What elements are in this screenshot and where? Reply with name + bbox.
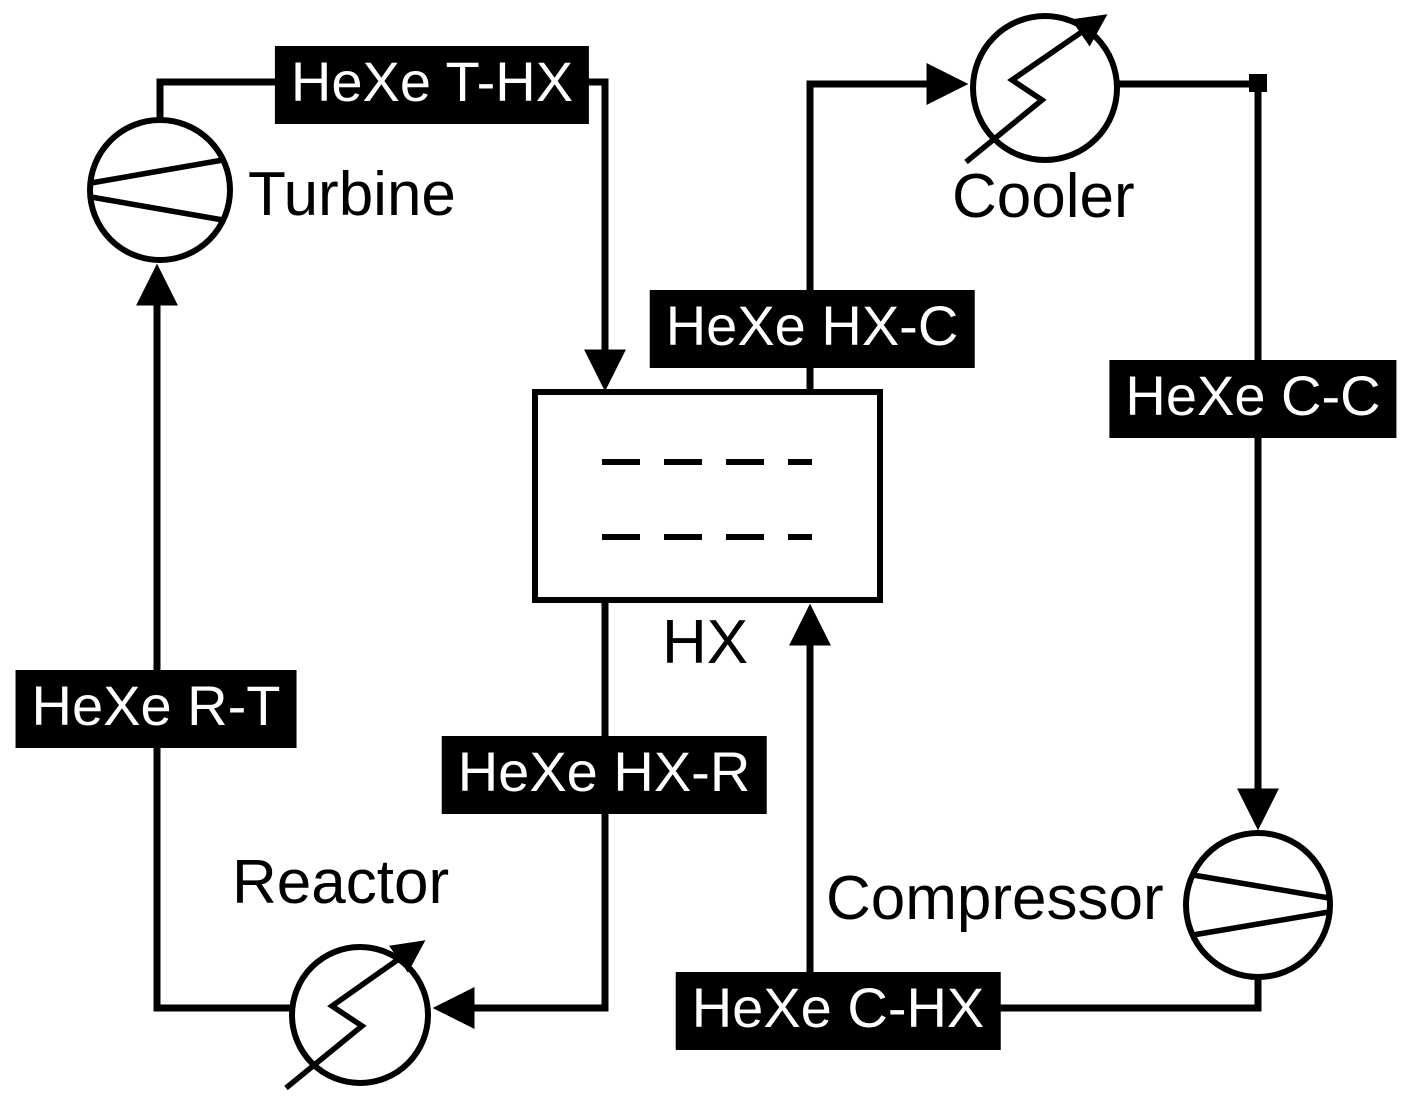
reactor-circle (289, 944, 431, 1086)
compressor-blade-line-lower (1192, 909, 1330, 938)
component-label-reactor: Reactor (232, 848, 450, 917)
turbine-blade-line-lower (90, 194, 224, 223)
stream-label-c-c: HeXe C-C (1109, 360, 1397, 439)
stream-label-t-hx: HeXe T-HX (274, 46, 590, 125)
hx-symbol (532, 389, 883, 603)
stream-line-reactor-to-turbine (136, 263, 293, 1012)
stream-label-r-t: HeXe R-T (15, 670, 297, 749)
compressor-blade-line-upper (1192, 872, 1330, 901)
stream-label-c-hx: HeXe C-HX (675, 972, 1001, 1051)
cooler-zigzag-arrow (964, 14, 1108, 165)
compressor-symbol (1183, 830, 1333, 980)
turbine-circle (87, 117, 233, 263)
reactor-zigzag-arrow (284, 940, 426, 1091)
stream-line-hx-to-cooler (806, 63, 969, 392)
stream-label-hx-c: HeXe HX-C (649, 290, 975, 369)
stream-line-hx-to-reactor (432, 598, 609, 1029)
cooler-symbol (964, 13, 1120, 165)
junction-dot (1249, 74, 1267, 92)
component-label-cooler: Cooler (952, 162, 1135, 231)
stream-line-turbine-to-hx (156, 78, 626, 392)
stream-label-hx-r: HeXe HX-R (441, 736, 767, 815)
component-label-compressor: Compressor (826, 864, 1164, 933)
compressor-circle (1183, 830, 1333, 980)
turbine-symbol (87, 117, 233, 263)
stream-line-compressor-to-hx (789, 603, 1262, 1012)
stream-line-cooler-to-compressor (1117, 80, 1279, 831)
turbine-blade-line-upper (90, 157, 224, 186)
component-label-turbine: Turbine (248, 160, 456, 229)
hx-box (532, 389, 883, 603)
component-label-hx: HX (662, 608, 749, 677)
reactor-symbol (284, 940, 431, 1091)
